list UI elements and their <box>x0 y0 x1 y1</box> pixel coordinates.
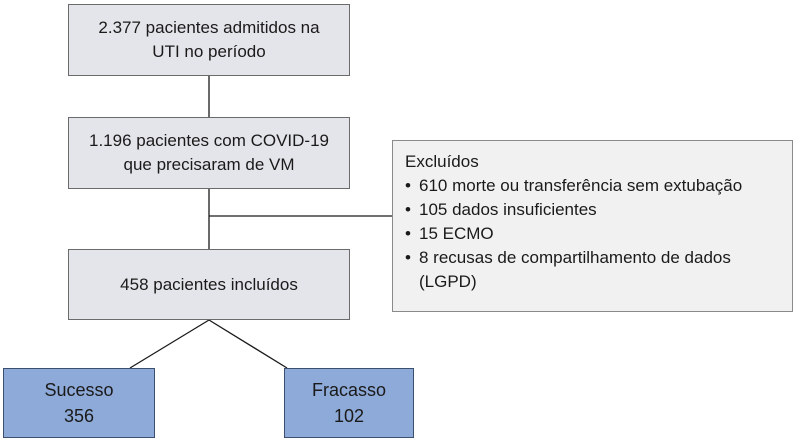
excluded-item: • 105 dados insuficientes <box>405 198 780 222</box>
excluded-list: • 610 morte ou transferência sem extubaç… <box>405 174 780 294</box>
admitted-line1: 2.377 pacientes admitidos na <box>98 18 320 37</box>
bullet-icon: • <box>405 224 411 243</box>
success-label: Sucesso <box>44 380 114 400</box>
admitted-line2: UTI no período <box>152 42 266 61</box>
covid-patients-box: 1.196 pacientes com COVID-19 que precisa… <box>68 117 350 189</box>
included-patients-box: 458 pacientes incluídos <box>68 249 350 320</box>
success-box: Sucesso 356 <box>3 368 155 438</box>
covid-line2: que precisaram de VM <box>123 155 295 174</box>
failure-label: Fracasso <box>311 380 387 400</box>
success-count: 356 <box>63 406 95 426</box>
bullet-icon: • <box>405 200 411 219</box>
excluded-item: • 610 morte ou transferência sem extubaç… <box>405 174 780 198</box>
excluded-item-continuation: (LGPD) <box>405 270 780 294</box>
excluded-item-text: 610 morte ou transferência sem extubação <box>419 176 743 195</box>
excluded-item-text: 8 recusas de compartilhamento de dados <box>419 248 731 267</box>
excluded-title: Excluídos <box>405 152 479 171</box>
excluded-item-text-cont: (LGPD) <box>419 272 477 291</box>
excluded-item-text: 105 dados insuficientes <box>419 200 597 219</box>
excluded-item: • 8 recusas de compartilhamento de dados <box>405 246 780 270</box>
excluded-box: Excluídos • 610 morte ou transferência s… <box>392 140 793 312</box>
bullet-icon: • <box>405 176 411 195</box>
failure-box: Fracasso 102 <box>284 368 414 438</box>
connector-included-failure <box>208 319 288 369</box>
connector-included-success <box>129 319 210 369</box>
failure-count: 102 <box>333 406 365 426</box>
included-label: 458 pacientes incluídos <box>120 274 298 294</box>
covid-line1: 1.196 pacientes com COVID-19 <box>88 131 329 150</box>
excluded-item: • 15 ECMO <box>405 222 780 246</box>
bullet-icon: • <box>405 248 411 267</box>
excluded-item-text: 15 ECMO <box>419 224 494 243</box>
admitted-patients-box: 2.377 pacientes admitidos na UTI no perí… <box>68 4 350 76</box>
